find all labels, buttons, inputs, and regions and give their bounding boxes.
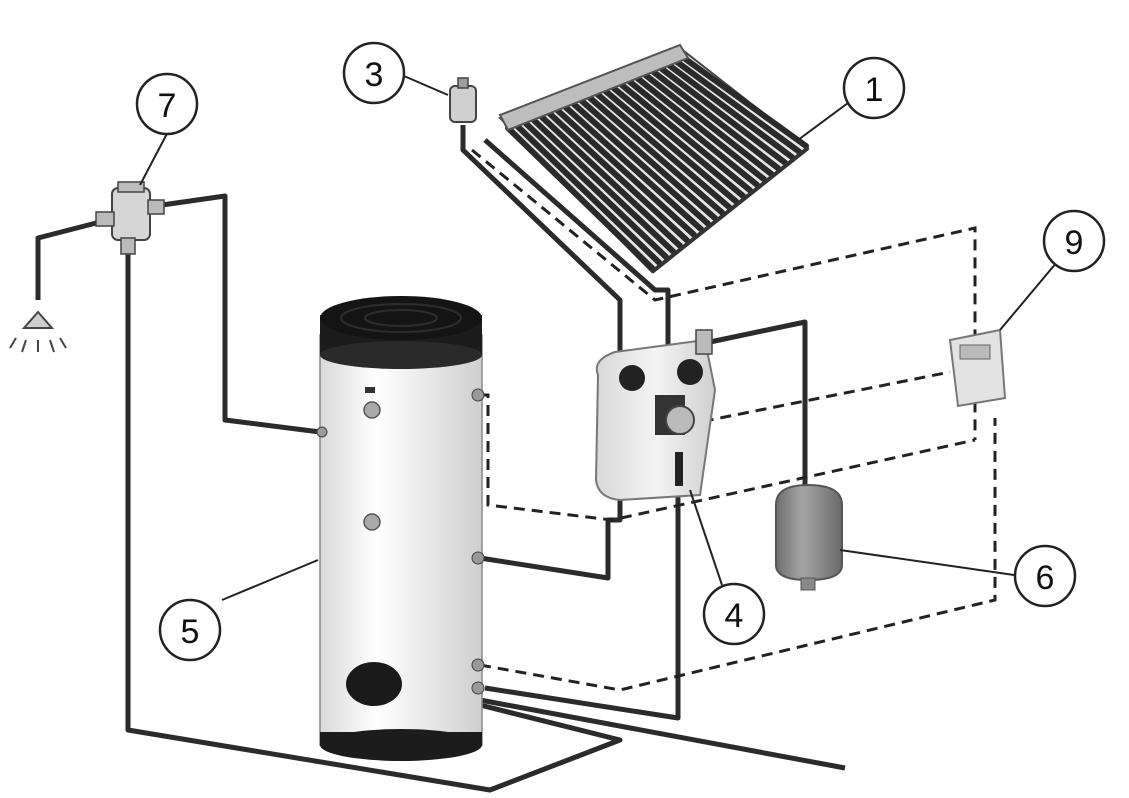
callouts: 1 3 4 5 6 7 9 (135, 41, 1106, 662)
collector-tube (673, 58, 802, 155)
collector-tube (569, 99, 711, 227)
collector-tube (617, 80, 753, 194)
callout-label: 7 (158, 87, 177, 125)
collector-tube (657, 64, 788, 166)
callout-label: 3 (365, 56, 384, 94)
cold-water-pipe (125, 250, 623, 793)
callout-label: 1 (865, 71, 884, 109)
callout-label: 9 (1065, 224, 1084, 262)
cold-water-main (479, 697, 846, 771)
coil-return-pipe (484, 480, 681, 721)
collector-flow-pipe (460, 125, 623, 581)
storage-tank (316, 296, 485, 761)
tank-sensor-wire-upper (480, 393, 976, 522)
callout-6: 6 (1013, 544, 1077, 608)
pump-station (594, 329, 717, 502)
mixing-valve (95, 181, 165, 255)
collector-tube (521, 118, 669, 260)
controller (948, 328, 1007, 408)
collector-tube (609, 83, 746, 199)
expansion-vessel (775, 483, 843, 591)
pipes-solid (35, 125, 846, 793)
solar-collector (498, 43, 810, 274)
air-vent (449, 77, 477, 123)
callout-7: 7 (135, 72, 199, 136)
callout-9: 9 (1042, 209, 1106, 273)
controller-to-station-wire (684, 370, 951, 427)
collector-tube (665, 61, 795, 161)
collector-tube (593, 90, 732, 210)
shower-head-icon (9, 310, 67, 353)
callout-label: 4 (725, 597, 744, 635)
callout-1: 1 (842, 56, 906, 120)
collector-tubes (505, 55, 809, 271)
collector-tube (681, 55, 809, 149)
collector-tube (585, 93, 725, 216)
collector-tube (529, 115, 676, 255)
collector-tube (553, 105, 697, 238)
collector-tube (505, 125, 655, 271)
callout-3: 3 (342, 41, 406, 105)
collector-tube (649, 67, 781, 172)
collector-tube (641, 70, 774, 177)
shower-pipe (35, 219, 101, 300)
collector-tube (601, 86, 739, 205)
expansion-vessel-pipe (709, 319, 808, 488)
callout-label: 6 (1036, 559, 1055, 597)
leader-lines (139, 75, 1058, 601)
callout-4: 4 (702, 582, 766, 646)
hot-supply-pipe (161, 193, 321, 435)
collector-tube (537, 112, 683, 249)
collector-tube (577, 96, 718, 222)
collector-tube (625, 77, 760, 188)
collector-return-pipe (483, 138, 671, 350)
collector-tube (633, 74, 767, 183)
callout-label: 5 (181, 613, 200, 651)
callout-5: 5 (158, 598, 222, 662)
tank-sensor-wire-lower (479, 418, 997, 692)
collector-tube (513, 121, 662, 266)
collector-tube (545, 109, 690, 244)
collector-tube (561, 102, 704, 233)
